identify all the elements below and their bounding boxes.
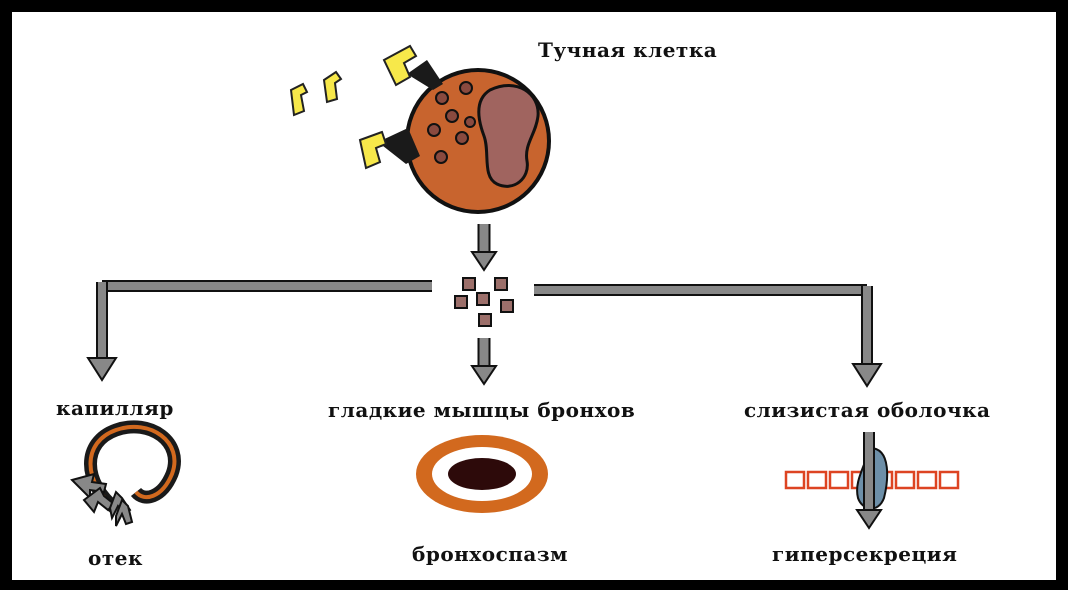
- mediator-granules: [455, 278, 513, 326]
- mast-cell-label: Тучная клетка: [538, 38, 717, 62]
- hypersecretion-label: гиперсекреция: [772, 542, 957, 566]
- arrow-down: [472, 366, 496, 384]
- diagram-frame: Тучная клетка капилляр гладкие мышцы бро…: [12, 12, 1056, 580]
- mast-cell-diagram: [12, 12, 1056, 580]
- mast-cell: [407, 70, 549, 212]
- bronchus-icon: [416, 435, 548, 513]
- mucosa-label: слизистая оболочка: [744, 398, 990, 422]
- allergen-icon: [291, 84, 307, 115]
- bronchospasm-label: бронхоспазм: [412, 542, 568, 566]
- capillary-icon: [72, 427, 174, 526]
- arrow-down: [853, 364, 881, 386]
- capillary-label: капилляр: [56, 396, 174, 420]
- edema-label: отек: [88, 546, 143, 570]
- smooth-muscle-label: гладкие мышцы бронхов: [328, 398, 635, 422]
- arrow-down: [88, 358, 116, 380]
- arrow-down: [472, 252, 496, 270]
- antibody-allergen-complex: [384, 46, 443, 90]
- allergen-icon: [324, 72, 341, 102]
- mucosa-icon: [786, 432, 958, 528]
